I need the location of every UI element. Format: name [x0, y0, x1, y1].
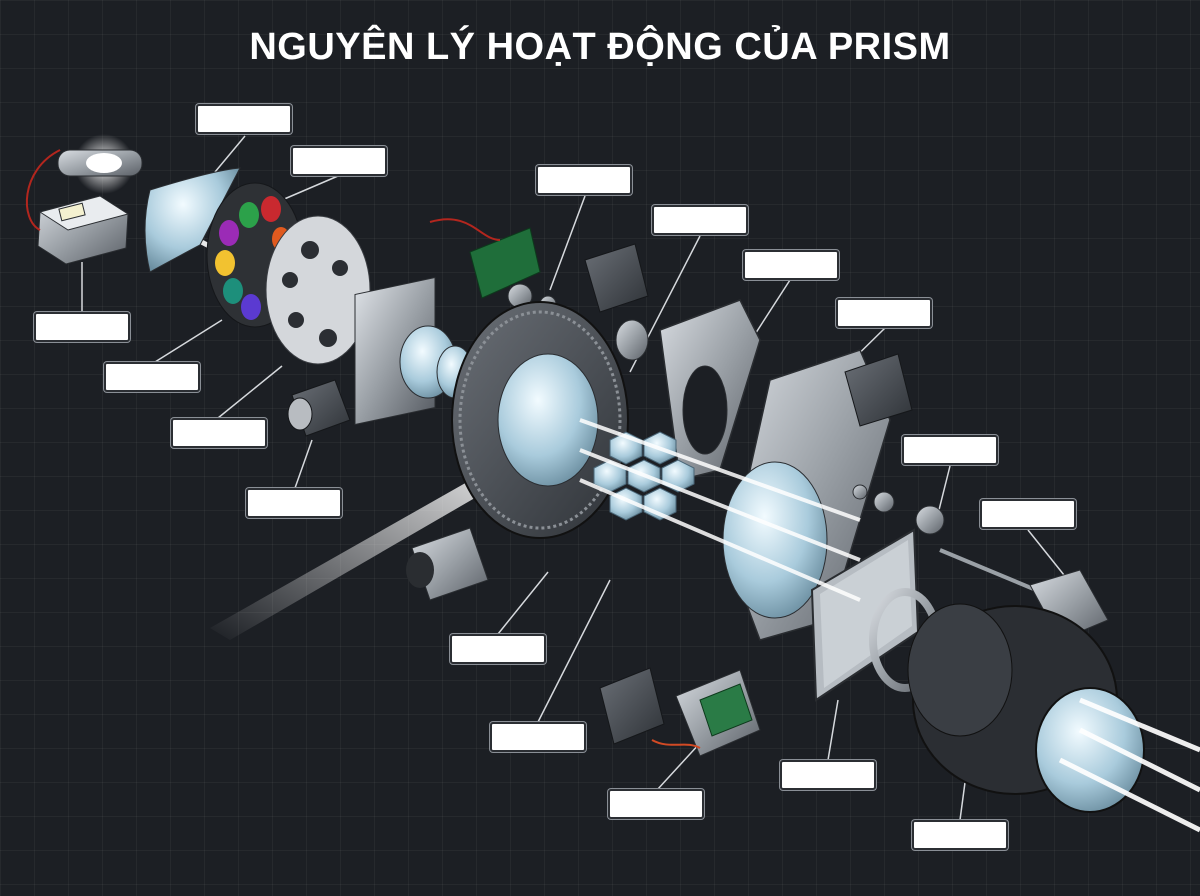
stepper-motor-gear [406, 527, 489, 601]
light-beam [579, 418, 861, 602]
light-beam [1058, 697, 1200, 833]
gobo-wheel [265, 215, 371, 365]
label-focus-lens[interactable] [171, 418, 267, 448]
bearing [852, 484, 895, 513]
prism-holder-bracket [659, 299, 761, 481]
lamp [57, 134, 143, 194]
label-bearing[interactable] [450, 634, 546, 664]
label-output-lens[interactable] [912, 820, 1008, 850]
label-stepper-motor-gobo[interactable] [246, 488, 342, 518]
motor-top [584, 243, 649, 361]
label-control-board[interactable] [536, 165, 632, 195]
label-driver-board[interactable] [608, 789, 704, 819]
reflector [144, 167, 241, 273]
label-facet-prism[interactable] [490, 722, 586, 752]
label-stepper-motor-prism[interactable] [980, 499, 1076, 529]
output-lens [869, 588, 1145, 813]
lamp-ballast [37, 195, 130, 265]
label-prism-gear-ring[interactable] [652, 205, 748, 235]
light-beam [210, 452, 530, 640]
driver-board [675, 669, 761, 757]
label-frost-filter[interactable] [780, 760, 876, 790]
stepper-motor-gobo [287, 379, 351, 437]
label-reflector[interactable] [196, 104, 292, 134]
label-motor-top[interactable] [743, 250, 839, 280]
prism-gear-ring [451, 301, 629, 539]
label-lamp-ballast[interactable] [34, 312, 130, 342]
label-gobo-wheel[interactable] [104, 362, 200, 392]
label-color-wheel[interactable] [291, 146, 387, 176]
control-board [469, 227, 557, 313]
diagram-title: NGUYÊN LÝ HOẠT ĐỘNG CỦA PRISM [249, 26, 951, 68]
label-prism-holder-bracket[interactable] [836, 298, 932, 328]
label-gear-shaft[interactable] [902, 435, 998, 465]
stepper-motor-prism [844, 353, 913, 427]
stepper-motor-lower [599, 667, 665, 745]
